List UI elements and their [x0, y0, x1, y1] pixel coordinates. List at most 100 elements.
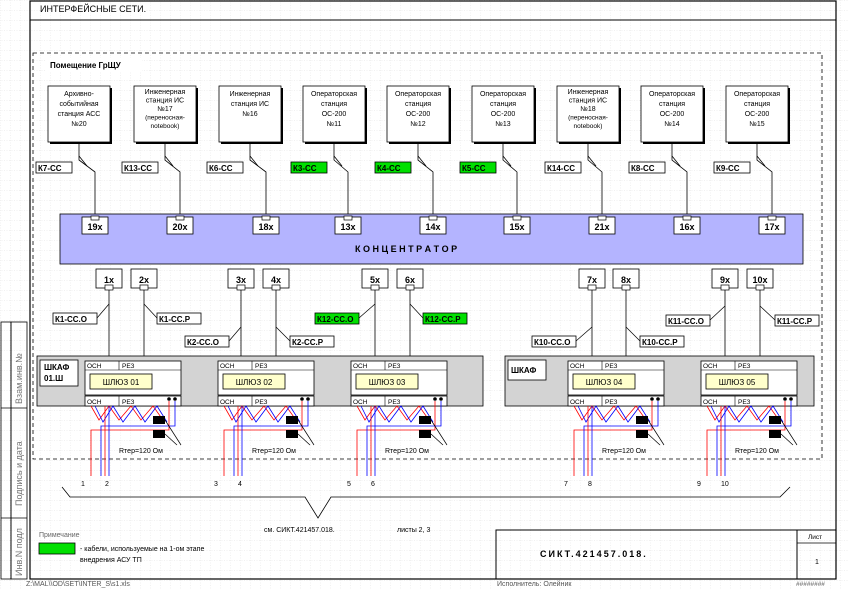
osn-label: ОСН: [703, 399, 718, 406]
cable-label-text: К7-СС: [38, 164, 62, 173]
gateway-name: ШЛЮЗ 05: [719, 378, 756, 387]
gateway-name: ШЛЮЗ 01: [103, 378, 140, 387]
workstation-text: ОС-200: [745, 111, 770, 118]
workstation-text: станция ИС: [231, 101, 269, 108]
channel-number: 8: [588, 481, 592, 488]
concentrator-label: К О Н Ц Е Н Т Р А Т О Р: [355, 244, 457, 254]
workstation-text: Операторская: [734, 91, 780, 98]
workstation-text: ОС-200: [322, 111, 347, 118]
workstation-text: Операторская: [395, 91, 441, 98]
workstation-text: станция АСС: [58, 111, 101, 118]
workstation-text: Инженерная: [568, 89, 609, 96]
port: 10x: [746, 268, 774, 362]
sheet-number: 1: [815, 559, 819, 566]
port: 7x: [578, 268, 606, 362]
side-label-inv: Инв.N подл: [14, 528, 24, 576]
port-label: 4x: [271, 275, 281, 285]
cable-label: К2-СС.Р: [275, 326, 335, 348]
port: 20x: [166, 215, 194, 235]
cable-label: К10-СС.Р: [625, 326, 685, 348]
port: 2x: [130, 268, 158, 362]
rez-label: РЕЗ: [122, 363, 135, 370]
doc-code: СИКТ.421457.018.: [540, 549, 648, 559]
legend-text-1: - кабели, используемые на 1-ом этапе: [80, 545, 204, 553]
workstation-text: ОС-200: [406, 111, 431, 118]
port: 4x: [262, 268, 290, 362]
port: 1x: [95, 268, 123, 362]
reference-sheets: листы 2, 3: [397, 527, 430, 534]
rez-label: РЕЗ: [605, 363, 618, 370]
cable-label-text: К2-СС.Р: [292, 338, 324, 347]
cable-label: К8-СС: [628, 161, 666, 174]
cabinet-02-label: ШКАФ: [511, 366, 537, 375]
port-label: 9x: [720, 275, 730, 285]
cable-label-text: К10-СС.Р: [642, 338, 678, 347]
channel-number: 1: [81, 481, 85, 488]
workstation-text: станция: [659, 101, 685, 108]
footer-right: ########: [796, 581, 825, 588]
side-strip: Взам.инв.№ Подпись и дата Инв.N подл: [0, 321, 28, 580]
cable-label: К3-СС: [290, 161, 328, 174]
cable-label-text: К10-СС.О: [534, 338, 570, 347]
port-label: 15x: [509, 222, 524, 232]
rez-label: РЕЗ: [738, 399, 751, 406]
channel-number: 7: [564, 481, 568, 488]
workstation-text: (переносная-: [568, 115, 608, 122]
rez-label: РЕЗ: [255, 399, 268, 406]
workstation-text: №15: [749, 121, 764, 128]
osn-label: ОСН: [87, 399, 102, 406]
cable-label: К9-СС: [713, 161, 751, 174]
workstation-text: ОС-200: [660, 111, 685, 118]
cable-label-text: К1-СС.О: [55, 315, 87, 324]
legend-swatch: [38, 542, 76, 555]
workstation-text: notebook): [574, 123, 603, 130]
port-label: 2x: [139, 275, 149, 285]
port-label: 19x: [87, 222, 102, 232]
cable-label-text: К13-СС: [124, 164, 152, 173]
workstation-text: Операторская: [480, 91, 526, 98]
page-title: ИНТЕРФЕЙСНЫЕ СЕТИ.: [40, 3, 146, 14]
port: 5x: [361, 268, 389, 362]
port: 16x: [673, 215, 701, 235]
port-label: 16x: [679, 222, 694, 232]
side-label-sign: Подпись и дата: [14, 441, 24, 506]
osn-label: ОСН: [703, 363, 718, 370]
workstation-text: №20: [71, 121, 86, 128]
rez-label: РЕЗ: [388, 399, 401, 406]
cable-label-text: К3-СС: [293, 164, 317, 173]
workstation-text: Инженерная: [230, 91, 271, 98]
port: 13x: [334, 215, 362, 235]
gateway-name: ШЛЮЗ 04: [586, 378, 623, 387]
channel-number: 4: [238, 481, 242, 488]
port: 21x: [588, 215, 616, 235]
cable-label-text: К11-СС.Р: [777, 317, 813, 326]
workstation-text: №12: [410, 121, 425, 128]
cable-label: К1-СС.О: [52, 303, 110, 325]
channel-number: 5: [347, 481, 351, 488]
cable-label-text: К4-СС: [377, 164, 401, 173]
rez-label: РЕЗ: [738, 363, 751, 370]
workstation-text: Операторская: [311, 91, 357, 98]
workstation-text: станция ИС: [569, 98, 607, 105]
port-label: 21x: [594, 222, 609, 232]
side-label-replace: Взам.инв.№: [14, 353, 24, 404]
osn-label: ОСН: [570, 399, 585, 406]
cable-label-text: К12-СС.Р: [425, 315, 461, 324]
channel-number: 9: [697, 481, 701, 488]
workstation-text: (переносная-: [145, 115, 185, 122]
cable-label: К11-СС.Р: [759, 305, 820, 327]
port-label: 13x: [340, 222, 355, 232]
port-label: 7x: [587, 275, 597, 285]
workstation-text: №14: [664, 121, 679, 128]
port-label: 18x: [258, 222, 273, 232]
workstation-text: станция: [744, 101, 770, 108]
reference-brace: [61, 486, 791, 519]
